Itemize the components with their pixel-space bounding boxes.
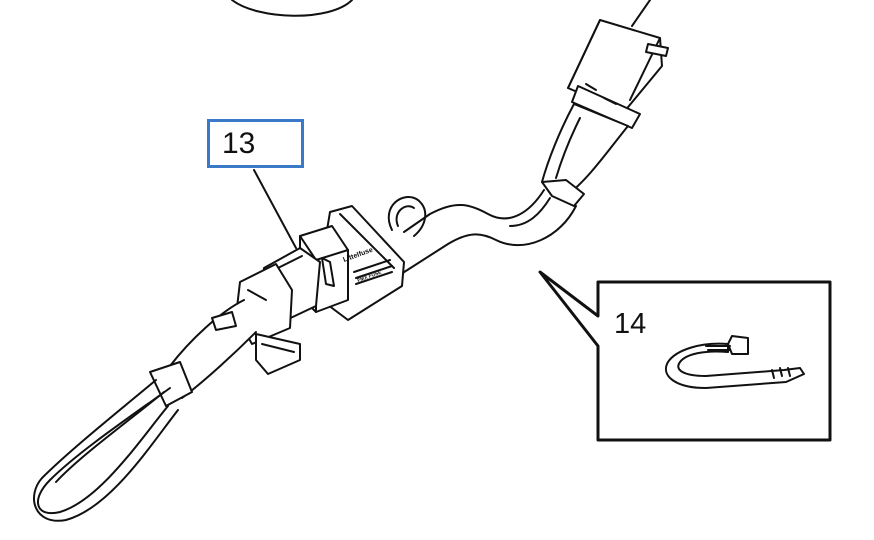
callout-14-label: 14 <box>614 308 647 340</box>
callout-13-label: 13 <box>222 127 256 160</box>
upper-connector <box>567 0 669 129</box>
callout-13-leader <box>253 169 297 249</box>
main-cable <box>397 189 577 277</box>
cable-tie-icon <box>665 335 805 389</box>
fuse-wire-loop <box>387 195 427 237</box>
lower-cable-loop <box>33 299 257 522</box>
upper-boot <box>541 103 629 207</box>
callout-13-box: 13 <box>207 119 304 168</box>
top-oval-fragment <box>231 0 353 17</box>
harness-connector <box>235 247 321 375</box>
